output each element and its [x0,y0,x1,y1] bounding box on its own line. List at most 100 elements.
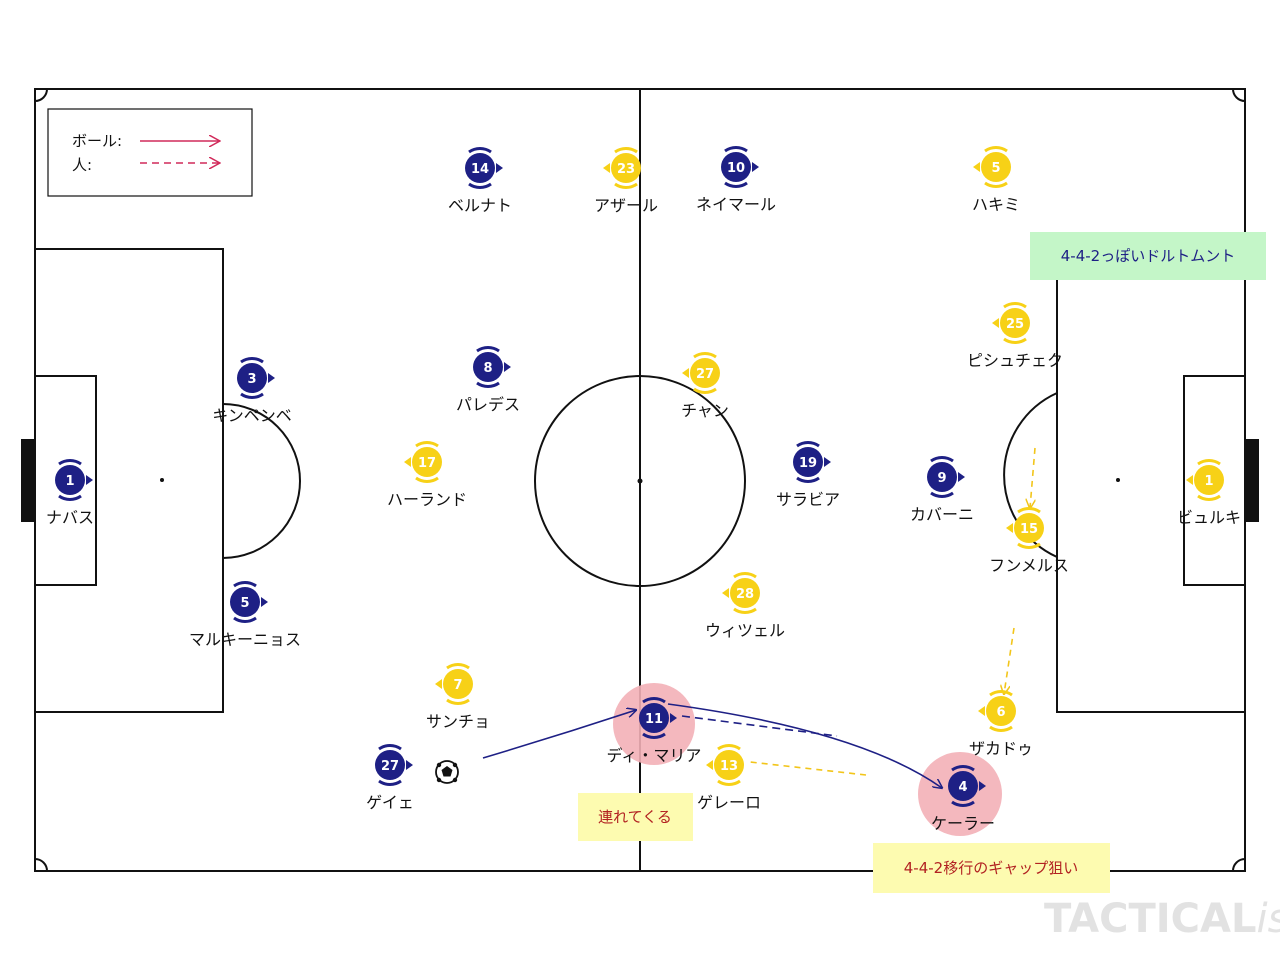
player-marker: 11 ディ・マリア [607,697,702,765]
player-number: 6 [996,705,1005,720]
left-penalty-spot [160,478,164,482]
player-token [1194,465,1224,495]
player-facing-icon [261,597,268,607]
player-rotation-icon [796,441,820,483]
player-facing-icon [406,760,413,770]
corner-arc-bl [34,858,48,872]
note-bring-text: 連れてくる [598,808,672,826]
player-number: 17 [418,456,436,471]
legend-ball-label: ボール: [72,132,122,150]
player-token [1000,308,1030,338]
player-marker: 1 ナバス [46,459,94,527]
player-number: 15 [1020,522,1038,537]
player-facing-icon [1186,475,1193,485]
player-facing-icon [706,760,713,770]
player-token [375,750,405,780]
run-arrow-zagadou [1004,627,1015,694]
left-goal [21,439,35,522]
right-goal [1245,439,1259,522]
player-token [473,352,503,382]
player-rotation-icon [733,572,757,614]
note-dortmund: 4-4-2っぽいドルトムント [1030,232,1266,280]
player-token [639,703,669,733]
player-facing-icon [670,713,677,723]
player-rotation-icon [415,441,439,483]
player-facing-icon [958,472,965,482]
player-number: 1 [65,474,74,489]
player-facing-icon [496,163,503,173]
player-rotation-icon [378,744,402,786]
corner-arc-br [1232,858,1246,872]
player-name: ビュルキ [1177,508,1241,527]
player-number: 5 [991,161,1000,176]
player-name: ウィツェル [705,621,785,640]
player-number: 4 [958,780,967,795]
player-name: ディ・マリア [607,746,702,765]
player-name: ケーラー [931,814,995,833]
player-number: 8 [483,361,492,376]
player-name: パレデス [456,395,520,414]
player-rotation-icon [984,146,1008,188]
note-gap: 4-4-2移行のギャップ狙い [873,843,1110,893]
arrows [482,447,1036,788]
player-name: ネイマール [696,195,776,214]
player-rotation-icon [233,581,257,623]
player-number: 9 [937,471,946,486]
player-facing-icon [973,162,980,172]
player-facing-icon [752,162,759,172]
legend-box [47,108,253,197]
player-rotation-icon [951,765,975,807]
player-token [981,152,1011,182]
player-rotation-icon [1003,302,1027,344]
player-facing-icon [404,457,411,467]
player-number: 28 [736,587,754,602]
player-token [793,447,823,477]
player-number: 27 [381,759,399,774]
player-facing-icon [979,781,986,791]
watermark-text: TACTICALista [1044,896,1280,942]
player-token [927,462,957,492]
player-name: ベルナト [448,196,512,215]
player-rotation-icon [58,459,82,501]
player-number: 3 [247,372,256,387]
player-facing-icon [824,457,831,467]
legend-person-label: 人: [72,156,92,174]
run-arrow-hummels [1030,447,1036,508]
player-name: ナバス [46,508,94,527]
player-number: 5 [240,596,249,611]
player-number: 10 [727,161,745,176]
player-number: 27 [696,367,714,382]
player-name: キンペンベ [212,406,292,425]
run-line-dimaria [681,715,838,737]
center-spot [637,478,643,484]
player-facing-icon [86,475,93,485]
left-penalty-arc [222,403,301,559]
player-rotation-icon [1197,459,1221,501]
player-token [230,587,260,617]
player-rotation-icon [614,147,638,189]
player-rotation-icon [930,456,954,498]
watermark-main: TACTICAL [1044,896,1256,942]
player-token [611,153,641,183]
player-marker: 4 ケーラー [931,765,995,833]
player-token [948,771,978,801]
player-facing-icon [1006,523,1013,533]
player-rotation-icon [468,147,492,189]
player-token [721,152,751,182]
soccer-ball-icon [435,760,459,784]
player-number: 11 [645,712,663,727]
player-token [1014,513,1044,543]
player-facing-icon [978,706,985,716]
run-arrow-guerreiro [749,761,867,776]
